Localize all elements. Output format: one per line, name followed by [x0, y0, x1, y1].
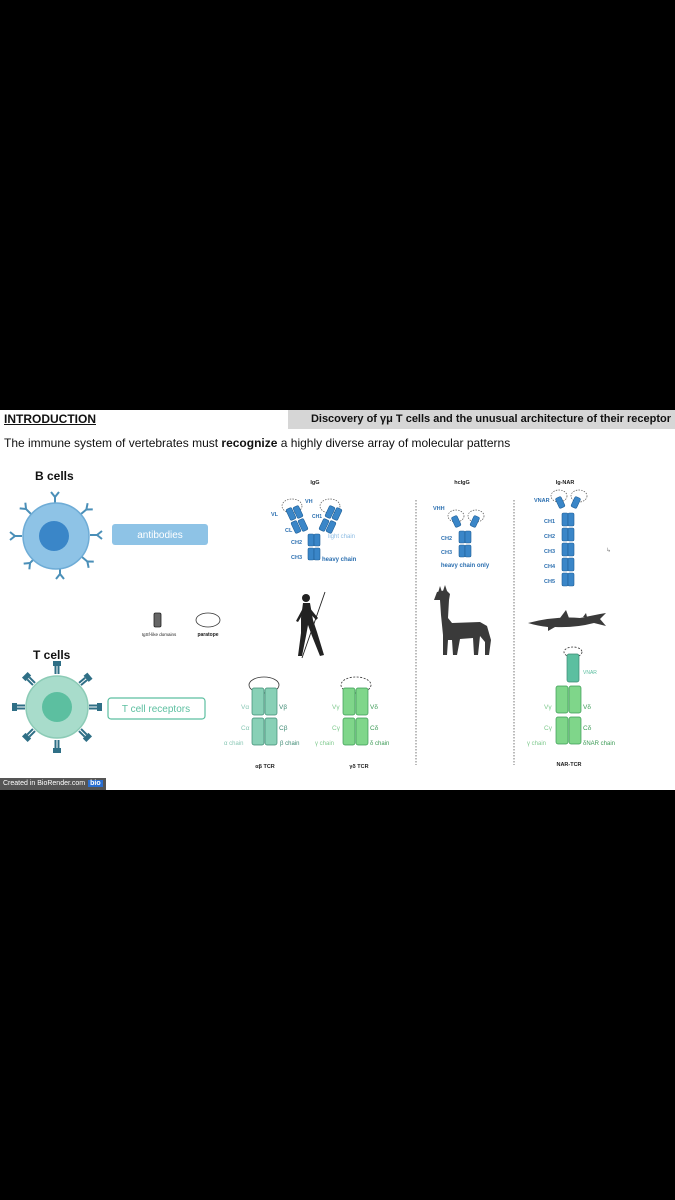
- nar-tcr-cd: Cδ: [583, 725, 592, 732]
- ab-tcr-vb: Vβ: [279, 704, 287, 711]
- gd-tcr-cd: Cδ: [370, 725, 379, 732]
- ab-tcr-beta-chain: β chain: [280, 741, 299, 747]
- slide-subtitle: The immune system of vertebrates must re…: [4, 436, 510, 450]
- gd-tcr-diagram: Vγ Vδ Cγ Cδ γ chain δ chain γδ TCR: [315, 676, 389, 770]
- legend-paratope-label: paratope: [197, 632, 218, 638]
- nar-tcr-title: NAR-TCR: [556, 762, 581, 768]
- igg-heavy-chain-label: heavy chain: [322, 557, 357, 563]
- igg-right-arm: [318, 505, 343, 534]
- igg-title: IgG: [310, 480, 319, 486]
- slide-title: Discovery of γμ T cells and the unusual …: [288, 410, 675, 429]
- ignar-vnar-label: VNAR: [534, 498, 550, 504]
- slide: INTRODUCTION Discovery of γμ T cells and…: [0, 410, 675, 790]
- igg-stem: [307, 533, 321, 561]
- gd-tcr-cg: Cγ: [332, 725, 341, 732]
- gd-tcr-vd: Vδ: [370, 704, 378, 711]
- ignar-ch1-label: CH1: [544, 519, 555, 525]
- nar-tcr-vg: Vγ: [544, 704, 552, 711]
- antibodies-label: antibodies: [137, 530, 183, 541]
- ignar-title: Ig-NAR: [556, 480, 575, 486]
- section-title: INTRODUCTION: [4, 412, 96, 426]
- hcigg-domains: [451, 515, 480, 558]
- ignar-ch3-label: CH3: [544, 549, 555, 555]
- ab-tcr-diagram: Vα Vβ Cα Cβ α chain β chain αβ TCR: [224, 676, 299, 770]
- ignar-diagram: Ig-NAR VNAR CH1 CH2 CH3 CH4: [534, 480, 588, 587]
- nar-tcr-vd: Vδ: [583, 704, 591, 711]
- legend: IgSf-like domains paratope: [142, 612, 221, 638]
- biorender-logo: bio: [88, 780, 103, 787]
- tcr-box-label: T cell receptors: [122, 704, 190, 715]
- bcell-label: B cells: [35, 469, 74, 483]
- diagram-canvas: B cells antibodies IgSf-like domains par…: [9, 469, 615, 770]
- cursor-glyph: ↳: [606, 547, 611, 554]
- human-silhouette: [296, 591, 326, 659]
- hcigg-ch3-label: CH3: [441, 550, 452, 556]
- igg-diagram: IgG VH VL CH1: [271, 480, 357, 563]
- gd-tcr-delta-chain: δ chain: [370, 741, 389, 747]
- ignar-ch4-label: CH4: [544, 564, 556, 570]
- tcell-nucleus: [42, 692, 72, 722]
- nar-tcr-diagram: VNAR Vγ Vδ Cγ Cδ γ chain δNAR chain NAR-…: [527, 646, 615, 768]
- ab-tcr-va: Vα: [241, 704, 249, 711]
- shark-silhouette: [528, 610, 606, 631]
- tcell-illustration: [11, 660, 103, 754]
- ignar-ch5-label: CH5: [544, 579, 555, 585]
- nar-tcr-vnar: VNAR: [583, 670, 597, 676]
- igg-cl-label: CL: [285, 528, 293, 534]
- igg-vl-label: VL: [271, 512, 279, 518]
- nar-tcr-gamma-chain: γ chain: [527, 741, 546, 747]
- nar-tcr-delta-chain: δNAR chain: [583, 741, 615, 747]
- subtitle-part-2: a highly diverse array of molecular patt…: [277, 436, 511, 450]
- legend-domain-label: IgSf-like domains: [142, 632, 177, 637]
- gd-tcr-vg: Vγ: [332, 704, 340, 711]
- nar-tcr-cg: Cγ: [544, 725, 553, 732]
- igg-paratope-right: [319, 498, 341, 514]
- llama-silhouette: [434, 585, 491, 655]
- igg-ch3-label: CH3: [291, 555, 302, 561]
- ab-tcr-alpha-chain: α chain: [224, 741, 243, 747]
- legend-domain-swatch: [153, 612, 162, 628]
- bcell-illustration: [9, 491, 103, 580]
- tcr-box: [107, 697, 206, 720]
- bcell-nucleus: [39, 521, 69, 551]
- ab-tcr-title: αβ TCR: [255, 764, 275, 770]
- igg-light-chain-label: light chain: [328, 534, 355, 540]
- gd-tcr-gamma-chain: γ chain: [315, 741, 334, 747]
- igg-vh-label: VH: [305, 499, 313, 505]
- hcigg-title: hcIgG: [454, 480, 470, 486]
- ab-tcr-cb: Cβ: [279, 725, 288, 732]
- antibodies-box: [112, 524, 208, 545]
- hcigg-caption: heavy chain only: [441, 563, 490, 569]
- legend-paratope-swatch: [195, 612, 221, 628]
- ignar-ch2-label: CH2: [544, 534, 555, 540]
- credit-text: Created in BioRender.com: [3, 780, 86, 787]
- igg-paratope-left: [281, 498, 303, 514]
- igg-left-arm: [285, 505, 309, 534]
- hcigg-vhh-label: VHH: [433, 506, 445, 512]
- hcigg-ch2-label: CH2: [441, 536, 452, 542]
- tcell-label: T cells: [33, 648, 71, 662]
- igg-ch1-label: CH1: [312, 514, 322, 520]
- ab-tcr-ca: Cα: [241, 725, 250, 732]
- subtitle-part-1: The immune system of vertebrates must: [4, 436, 222, 450]
- ignar-domains: [555, 496, 581, 587]
- subtitle-emphasis: recognize: [221, 436, 278, 450]
- hcigg-diagram: hcIgG VHH CH2 CH3 heavy chain only: [433, 480, 490, 569]
- igg-ch2-label: CH2: [291, 540, 302, 546]
- gd-tcr-title: γδ TCR: [349, 764, 368, 770]
